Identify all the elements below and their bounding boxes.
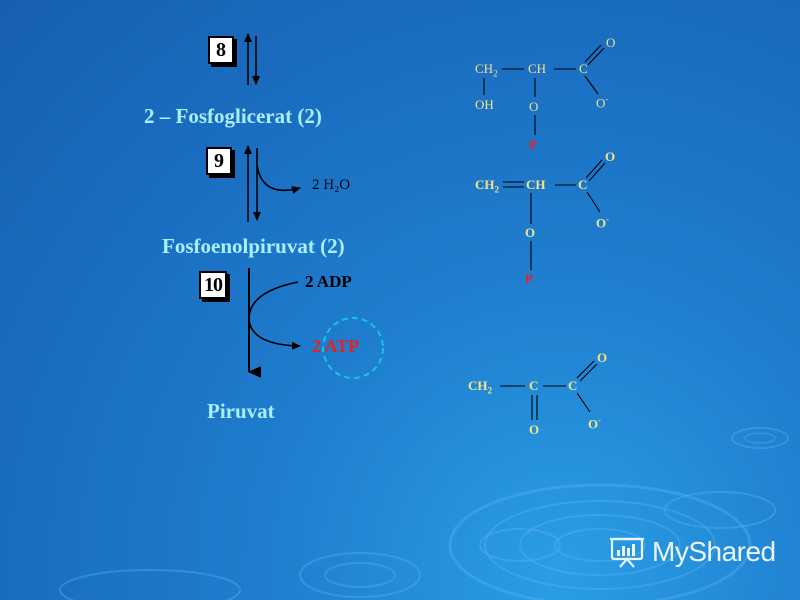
s1-ch2: CH2 <box>475 61 498 79</box>
step-10-badge: 10 <box>199 271 227 299</box>
s2-carbonyl-o: O <box>605 149 616 164</box>
s2-carboxyl-c: C <box>578 177 588 192</box>
s1-ch: CH <box>528 61 547 76</box>
step-9-arrows <box>244 145 301 222</box>
presentation-board-icon <box>610 537 644 568</box>
s1-o-link: O <box>529 99 539 114</box>
s1-oh: OH <box>475 97 494 112</box>
s2-ch2: CH2 <box>475 177 500 195</box>
s3-keto-c: C <box>529 378 539 393</box>
s1-phosphate: P <box>529 137 537 152</box>
water-product: 2 H₂O <box>312 177 351 193</box>
structure-2-bonds <box>503 159 606 270</box>
s1-carboxyl-c: C <box>579 61 588 76</box>
structure-3-bonds <box>500 360 598 420</box>
step-9-badge: 9 <box>206 147 232 175</box>
step-10-arrows <box>248 268 301 378</box>
s3-carbonyl-o: O <box>597 350 608 365</box>
label-phosphoenolpyruvate: Fosfoenolpiruvat (2) <box>162 234 345 258</box>
s2-ch: CH <box>526 177 546 192</box>
structure-1-bonds <box>483 44 605 135</box>
label-pyruvate: Piruvat <box>207 399 275 423</box>
s3-ch2: CH2 <box>468 378 493 396</box>
atp-highlight-circle <box>322 317 384 379</box>
logo-text: MyShared <box>652 536 776 567</box>
s2-o-link: O <box>525 225 536 240</box>
atp-product: 2 ATP <box>312 336 360 356</box>
adp-reactant: 2 ADP <box>305 272 352 291</box>
s3-o-minus: O- <box>588 415 601 432</box>
myshared-logo: MyShared <box>608 535 776 569</box>
step-8-arrows <box>244 33 260 85</box>
s1-carbonyl-o: O <box>606 35 616 50</box>
s2-o-minus: O- <box>596 214 609 231</box>
s2-phosphate: P <box>525 271 533 286</box>
s3-carboxyl-c: C <box>568 378 578 393</box>
s3-keto-o: O <box>529 422 540 437</box>
step-8-badge: 8 <box>208 36 234 64</box>
label-2-phosphoglycerate: 2 – Fosfoglicerat (2) <box>144 104 322 128</box>
s1-o-minus: O- <box>596 94 609 111</box>
